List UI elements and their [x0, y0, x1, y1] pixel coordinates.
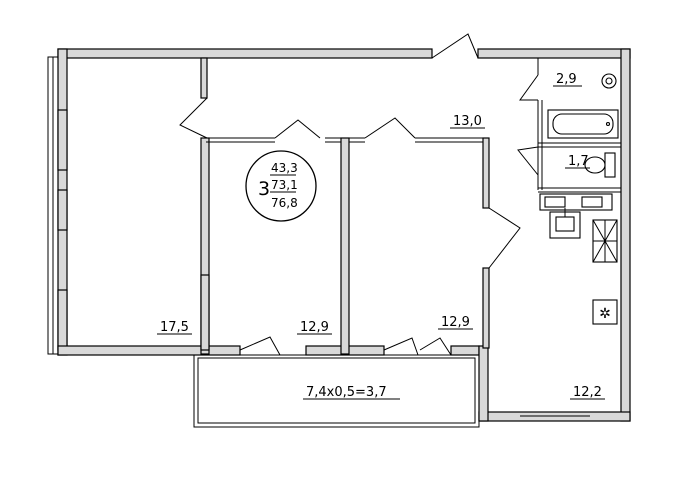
- area-labels: 17,5 12,9 12,9 13,0 2,9 1,7 12,2 7,4х0,5…: [157, 72, 605, 400]
- area-room-right: 12,9: [441, 315, 470, 330]
- door-bath: [519, 74, 539, 101]
- room-count: 3: [258, 178, 270, 200]
- door-mid-room: [274, 119, 321, 139]
- door-wc: [517, 146, 539, 176]
- area-kitchen: 12,2: [573, 385, 602, 400]
- bottom-wall-right: [450, 345, 480, 356]
- left-window-2: [57, 189, 68, 231]
- entrance-door: [431, 33, 479, 59]
- mid-room-left-wall: [200, 137, 210, 355]
- balcony: [193, 354, 480, 428]
- area-bath: 2,9: [556, 72, 577, 87]
- right-room-right-wall-bottom: [482, 267, 490, 349]
- summary-circle: [245, 150, 317, 222]
- door-balcony-1: [239, 336, 281, 356]
- area-wc: 1,7: [568, 154, 589, 169]
- bottom-wall-left: [57, 345, 241, 356]
- top-wall-left: [57, 48, 433, 59]
- living-area: 43,3: [271, 161, 298, 175]
- apartment-summary: 3 43,3 73,1 76,8: [245, 150, 317, 222]
- door-balcony-3: [419, 337, 452, 356]
- door-balcony-2: [383, 337, 419, 356]
- fridge: [592, 299, 618, 325]
- area-room-left: 17,5: [160, 320, 189, 335]
- hall-left-stub: [200, 57, 208, 99]
- total-area-b: 76,8: [271, 196, 298, 210]
- right-room-right-wall-top: [482, 137, 490, 209]
- outer-walls: [47, 48, 631, 422]
- balcony-outline: [193, 354, 480, 428]
- fridge-icon: ✲: [599, 306, 611, 322]
- fixtures: ✲: [539, 73, 622, 412]
- door-right-room: [364, 117, 416, 139]
- doors: [179, 33, 539, 356]
- top-wall-right: [477, 48, 631, 59]
- left-window-1: [57, 109, 68, 171]
- area-room-mid: 12,9: [300, 320, 329, 335]
- area-hall: 13,0: [453, 114, 482, 129]
- kitchen-left-wall: [478, 345, 489, 422]
- right-wall: [620, 48, 631, 422]
- toilet: [584, 156, 606, 174]
- interior-walls: [200, 57, 621, 355]
- door-kitchen: [488, 207, 521, 269]
- left-window-3: [57, 289, 68, 351]
- area-balcony: 7,4х0,5=3,7: [306, 385, 387, 400]
- door-left-room: [179, 97, 208, 139]
- mid-right-partition: [340, 137, 350, 355]
- total-area-a: 73,1: [271, 178, 298, 192]
- toilet-tank: [604, 152, 616, 178]
